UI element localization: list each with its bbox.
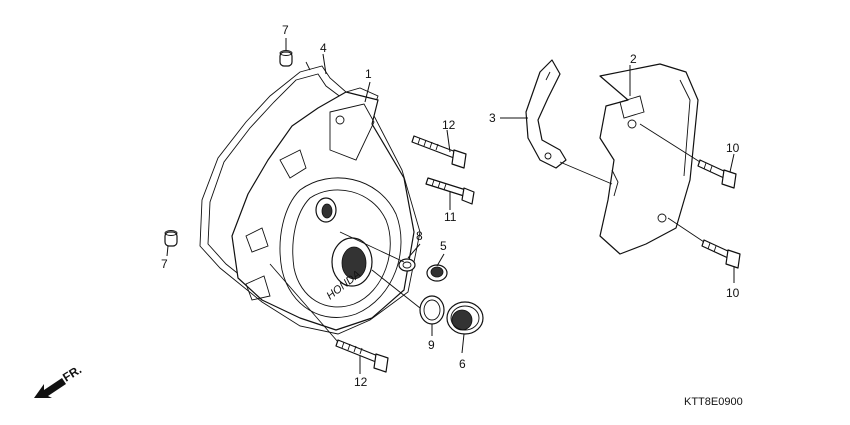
callout-3: 3 [489, 111, 496, 125]
callout-8: 8 [416, 229, 423, 243]
flange-bolt-12-upper [411, 135, 467, 169]
callout-4: 4 [320, 41, 327, 55]
callout-12-upper: 12 [442, 118, 456, 132]
callout-10-upper: 10 [726, 141, 740, 155]
callout-9: 9 [428, 338, 435, 352]
callout-2: 2 [630, 52, 637, 66]
left-crankcase-cover: HONDA [199, 65, 421, 335]
callout-10-lower: 10 [726, 286, 740, 300]
dowel-pin-lower [164, 230, 178, 247]
callout-5: 5 [440, 239, 447, 253]
callout-7-lower: 7 [161, 257, 168, 271]
o-ring-9 [419, 295, 445, 325]
callout-6: 6 [459, 357, 466, 371]
flange-bolt-10-upper [697, 159, 737, 189]
callout-numbers: 1 2 3 4 5 6 7 7 8 9 10 10 11 12 12 [161, 23, 740, 389]
flange-bolt-10-lower [701, 239, 741, 269]
cap-plug-5 [426, 264, 448, 282]
hole-cap-6 [446, 301, 484, 335]
leader-lines [166, 38, 735, 374]
flange-bolt-11 [425, 177, 475, 205]
callout-7-upper: 7 [282, 23, 289, 37]
callout-12-lower: 12 [354, 375, 368, 389]
front-direction-indicator: FR. [34, 362, 84, 398]
dowel-pin-upper [279, 50, 293, 67]
front-arrow-icon [34, 378, 66, 398]
callout-1: 1 [365, 67, 372, 81]
cover-plate-2 [599, 63, 699, 255]
catalog-code: KTT8E0900 [684, 396, 743, 408]
bracket-3 [525, 59, 567, 169]
callout-11: 11 [444, 210, 457, 224]
flange-bolt-12-lower [335, 339, 389, 373]
